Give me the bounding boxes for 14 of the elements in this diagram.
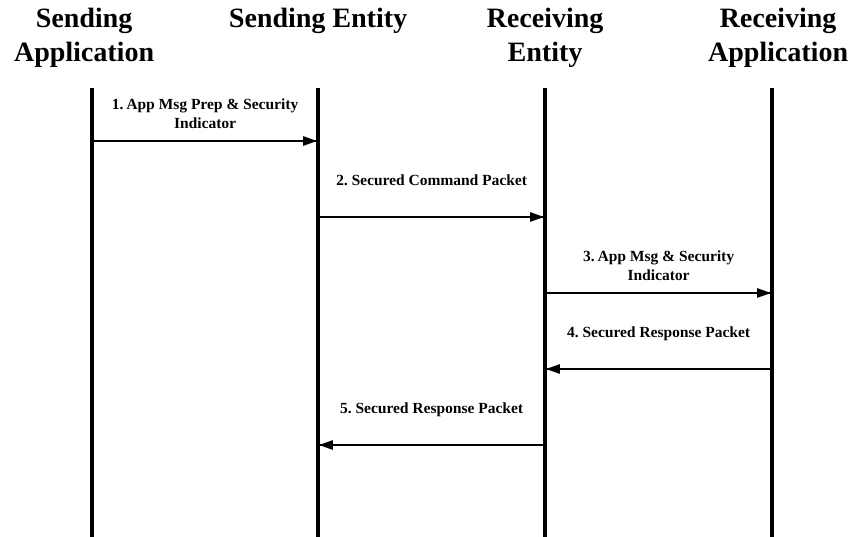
lifeline-header: Sending Entity — [228, 2, 408, 36]
edge-label: 3. App Msg & Security Indicator — [582, 247, 736, 285]
edge-label: 2. Secured Command Packet — [335, 171, 528, 190]
lifeline-header: Receiving Application — [706, 2, 850, 70]
lifeline-header: Sending Application — [12, 2, 156, 70]
edge-label: 5. Secured Response Packet — [338, 399, 524, 418]
message-arrow — [547, 288, 771, 298]
message-arrow — [94, 136, 317, 146]
lifeline-header: Receiving Entity — [486, 2, 604, 70]
edge-label: 4. Secured Response Packet — [566, 323, 752, 342]
message-arrow — [320, 212, 544, 222]
message-arrow — [319, 440, 543, 450]
message-arrow — [546, 364, 770, 374]
edge-label: 1. App Msg Prep & Security Indicator — [110, 95, 300, 133]
